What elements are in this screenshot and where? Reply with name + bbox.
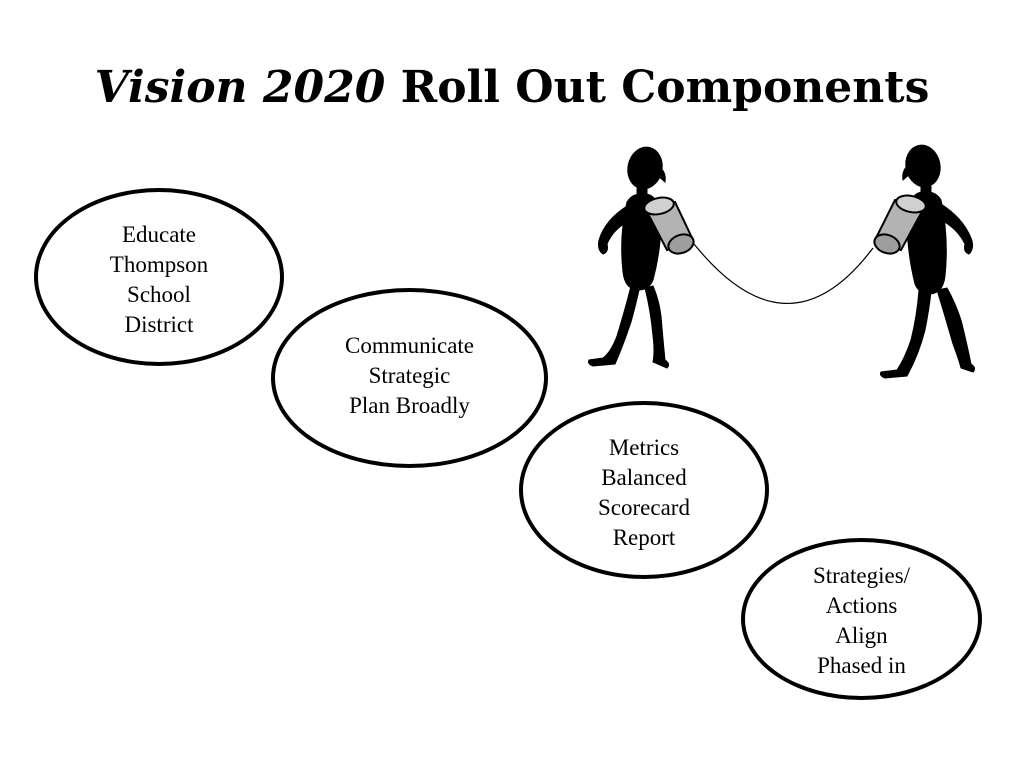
- can-string: [686, 234, 874, 305]
- step-oval-label: Metrics Balanced Scorecard Report: [598, 435, 690, 550]
- step-oval-label: Educate Thompson School District: [109, 222, 209, 337]
- tin-can-telephone-icon: [588, 144, 976, 379]
- step-oval-educate: Educate Thompson School District: [34, 188, 284, 366]
- step-oval-communicate: Communicate Strategic Plan Broadly: [271, 288, 548, 468]
- step-oval-label: Strategies/ Actions Align Phased in: [812, 563, 911, 678]
- slide-title: Vision 2020 Roll Out Components: [0, 62, 1024, 113]
- right-can: [873, 194, 927, 255]
- step-oval-label: Communicate Strategic Plan Broadly: [344, 333, 475, 418]
- slide-title-italic: Vision 2020: [94, 62, 386, 113]
- right-figure: [880, 144, 976, 379]
- left-can: [643, 196, 695, 255]
- left-figure: [588, 146, 688, 369]
- slide-title-rest: Roll Out Components: [385, 62, 930, 113]
- step-oval-strategies: Strategies/ Actions Align Phased in: [741, 538, 982, 700]
- step-oval-metrics: Metrics Balanced Scorecard Report: [519, 401, 769, 579]
